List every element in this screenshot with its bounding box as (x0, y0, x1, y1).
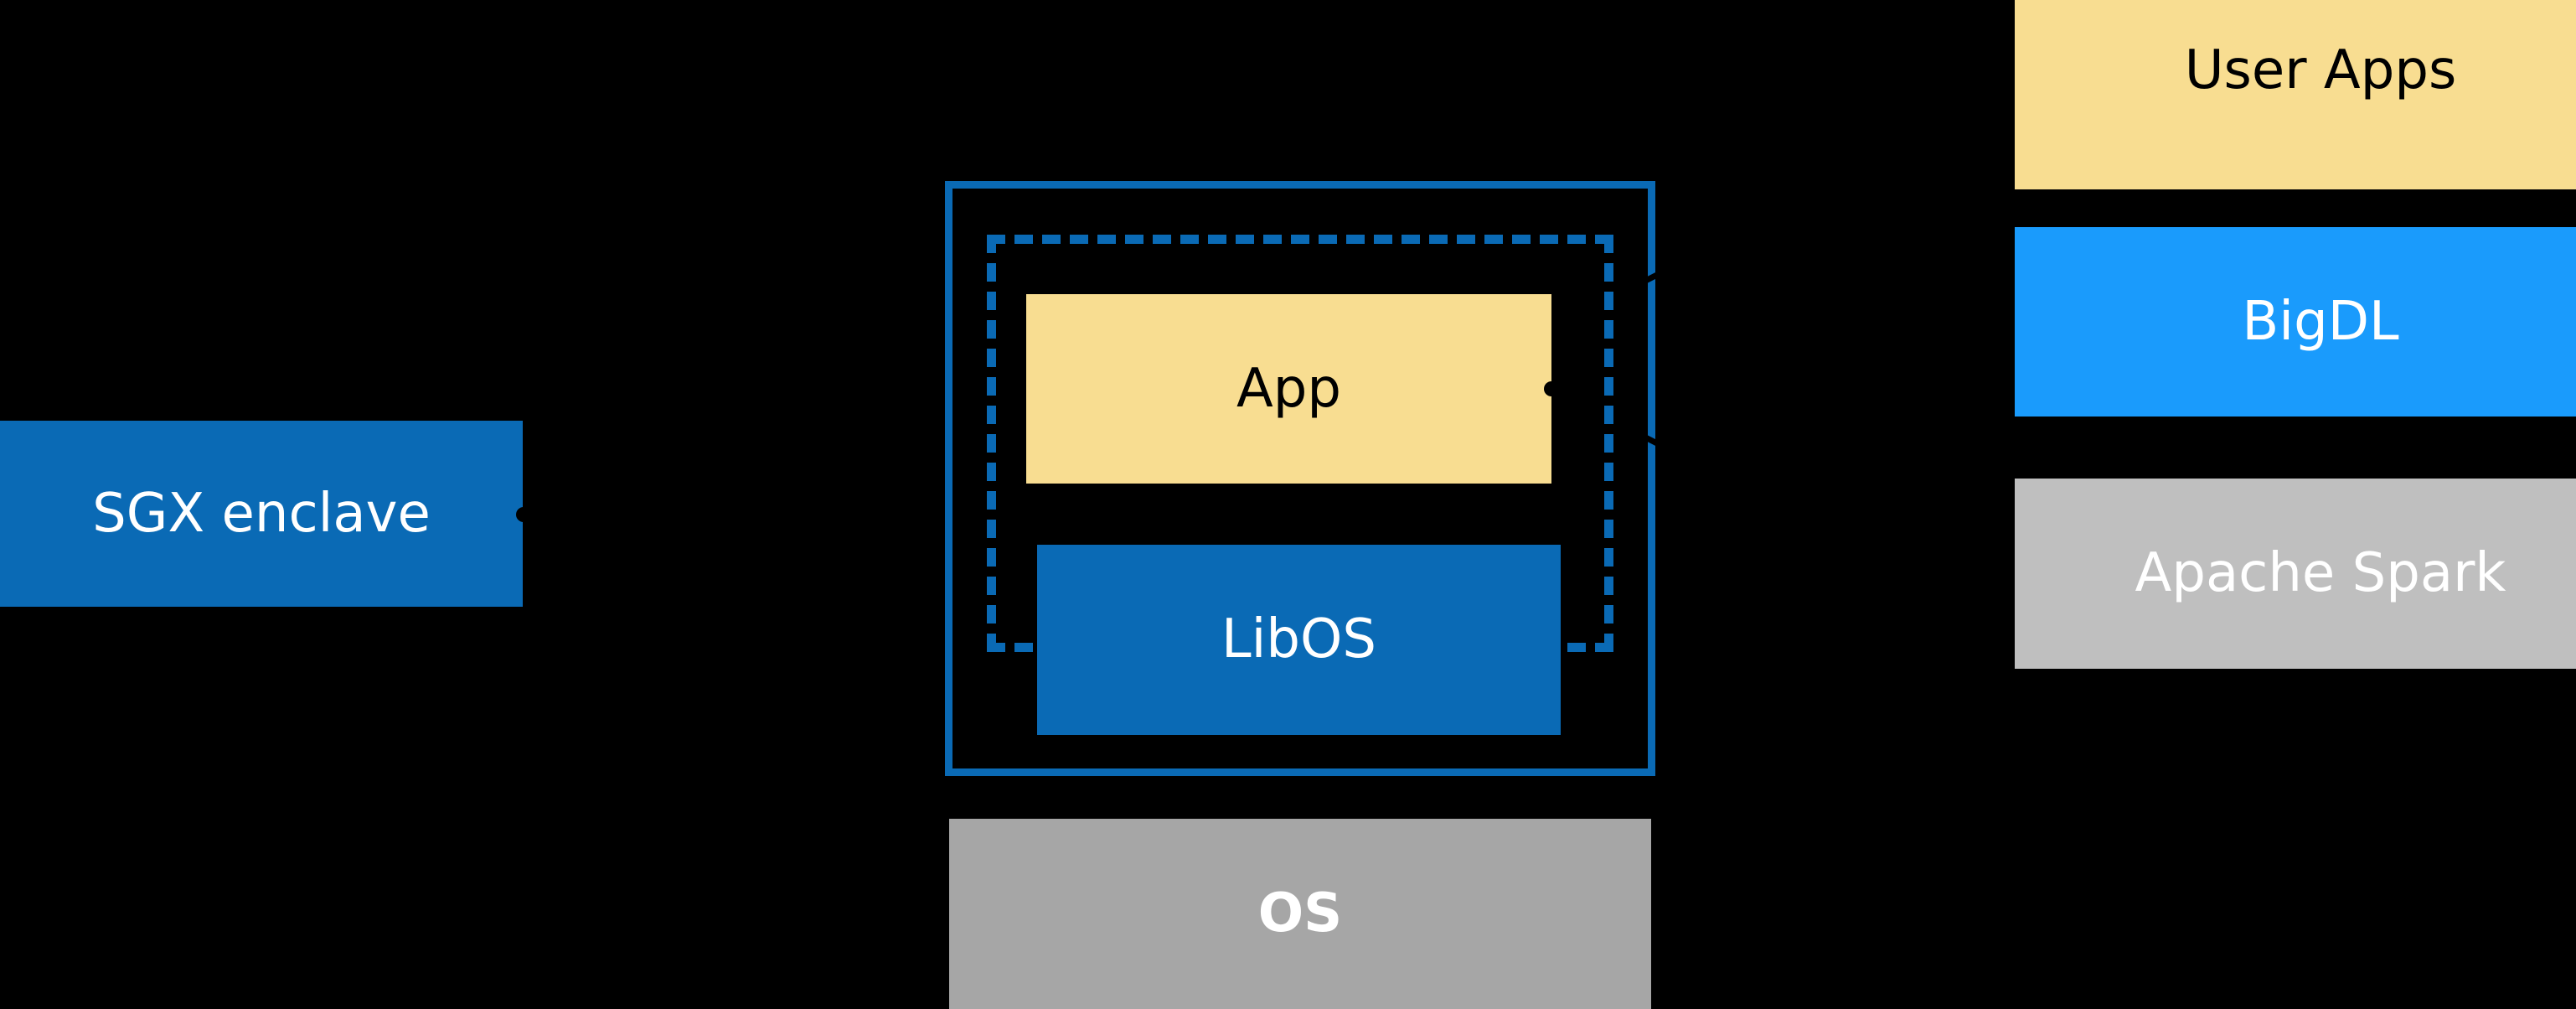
libos-box: LibOS (1037, 545, 1561, 735)
bigdl-label: BigDL (2242, 290, 2399, 353)
app-box: App (1026, 294, 1551, 484)
user-apps-label: User Apps (2184, 39, 2457, 101)
sgx-enclave-pointer-dot (516, 507, 531, 522)
apache-spark-label: Apache Spark (2135, 542, 2506, 605)
sgx-enclave-label: SGX enclave (92, 482, 431, 545)
os-box: OS (949, 819, 1651, 1009)
solid-blue-enclave-boundary (945, 181, 1655, 776)
libos-label: LibOS (1221, 608, 1377, 671)
bigdl-box: BigDL (2015, 227, 2576, 417)
app-label: App (1236, 357, 1342, 420)
apache-spark-box: Apache Spark (2015, 479, 2576, 669)
app-pointer-dot (1544, 381, 1559, 396)
sgx-enclave-box: SGX enclave (0, 421, 523, 607)
user-apps-box: User Apps (2015, 0, 2576, 189)
os-label: OS (1257, 882, 1343, 945)
